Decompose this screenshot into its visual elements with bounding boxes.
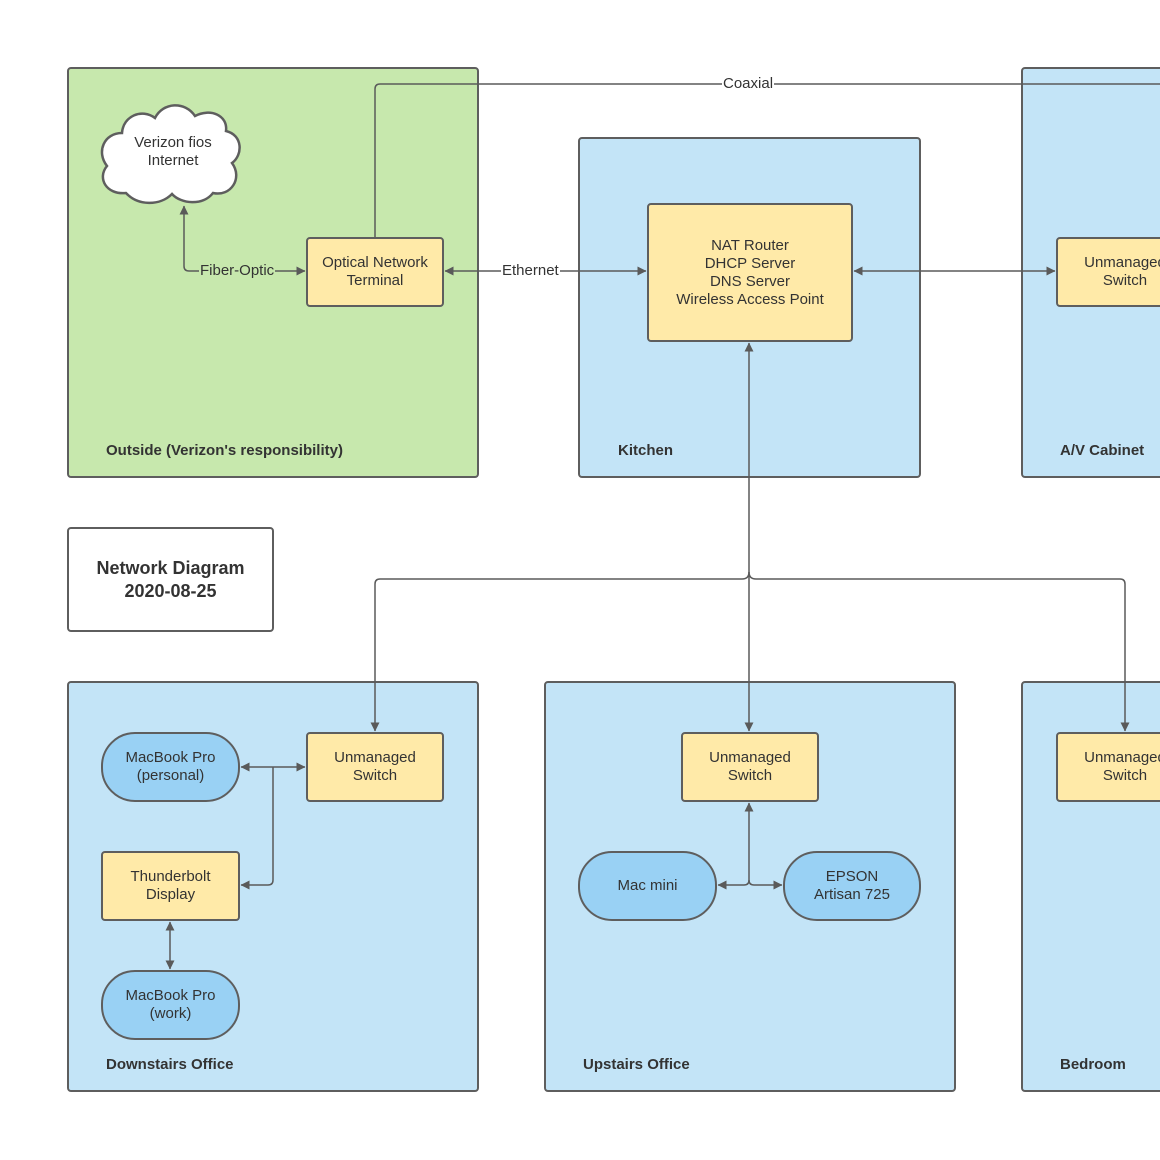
zone-upstairs-office-label: Upstairs Office — [583, 1056, 690, 1073]
ethernet-label: Ethernet — [501, 262, 560, 279]
diagram-title: Network Diagram 2020-08-25 — [67, 527, 274, 632]
coaxial-connector — [374, 83, 1160, 237]
cloud-icon — [100, 104, 241, 205]
optical-network-terminal[interactable]: Optical Network Terminal — [306, 237, 444, 307]
switch-epson-connector — [748, 879, 783, 890]
macbook-pro-work[interactable]: MacBook Pro (work) — [101, 970, 240, 1040]
epson-printer[interactable]: EPSON Artisan 725 — [783, 851, 921, 921]
zone-outside-label: Outside (Verizon's responsibility) — [106, 442, 343, 459]
fiber-optic-connector — [179, 205, 306, 276]
switch-thunderbolt-connector — [240, 767, 274, 890]
av-cabinet-switch[interactable]: Unmanaged Switch — [1056, 237, 1160, 307]
coaxial-label: Coaxial — [722, 75, 775, 92]
router-bedroom-switch-connector — [748, 571, 1130, 732]
router-node[interactable]: NAT Router DHCP Server DNS Server Wirele… — [647, 203, 853, 342]
zone-downstairs-office-label: Downstairs Office — [106, 1056, 234, 1073]
zone-av-cabinet-label: A/V Cabinet — [1060, 442, 1145, 459]
internet-cloud: Verizon fios Internet — [134, 134, 212, 169]
router-downstairs-switch-connector — [370, 571, 750, 732]
bedroom-switch[interactable]: Unmanaged Switch — [1056, 732, 1160, 802]
macbook-pro-personal[interactable]: MacBook Pro (personal) — [101, 732, 240, 802]
upstairs-switch[interactable]: Unmanaged Switch — [681, 732, 819, 802]
fiber-optic-label: Fiber-Optic — [199, 262, 276, 279]
thunderbolt-display[interactable]: Thunderbolt Display — [101, 851, 240, 921]
mac-mini[interactable]: Mac mini — [578, 851, 717, 921]
zone-bedroom-label: Bedroom — [1060, 1056, 1126, 1073]
switch-mac-mini-connector — [717, 879, 750, 890]
downstairs-switch[interactable]: Unmanaged Switch — [306, 732, 444, 802]
zone-kitchen-label: Kitchen — [618, 442, 674, 459]
